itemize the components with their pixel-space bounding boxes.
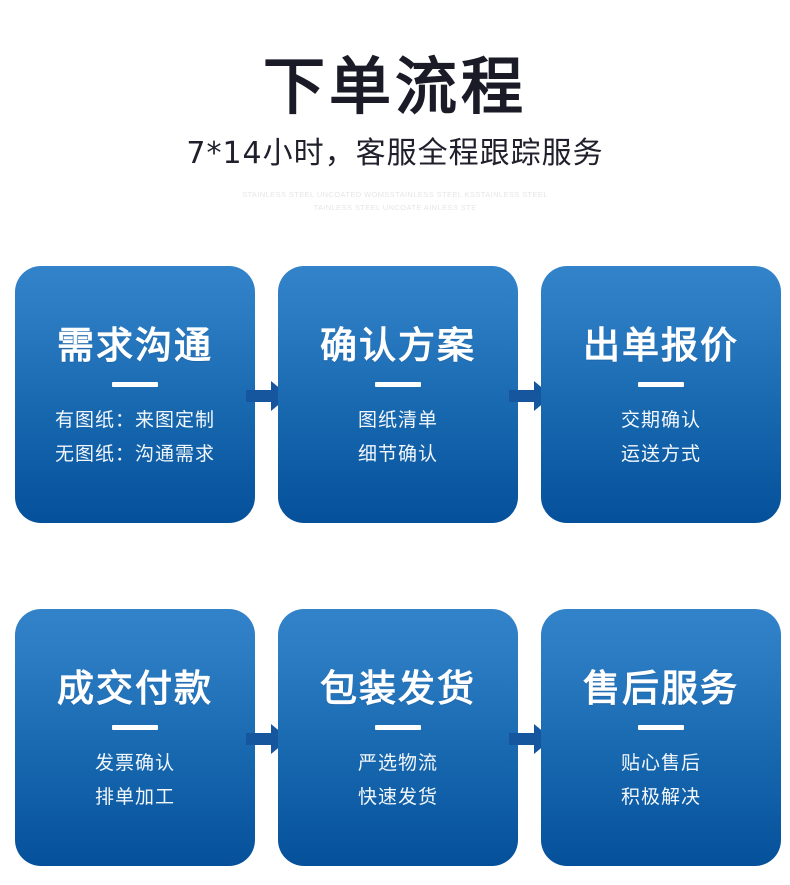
- process-row-1: 需求沟通 有图纸：来图定制 无图纸：沟通需求 确认方案 图纸清单 细节确认: [0, 266, 790, 523]
- card-detail-list: 交期确认 运送方式: [621, 403, 701, 471]
- process-card-step-5[interactable]: 包装发货 严选物流 快速发货: [278, 609, 518, 866]
- card-detail-line: 细节确认: [357, 443, 438, 465]
- page-subtitle: 7*14小时，客服全程跟踪服务: [186, 136, 604, 171]
- card-title: 成交付款: [57, 667, 213, 710]
- card-detail-list: 严选物流 快速发货: [358, 746, 438, 814]
- card-title: 包装发货: [320, 667, 476, 710]
- process-flow: 需求沟通 有图纸：来图定制 无图纸：沟通需求 确认方案 图纸清单 细节确认: [0, 266, 790, 866]
- card-detail-line: 无图纸：沟通需求: [54, 443, 215, 465]
- card-detail-list: 发票确认 排单加工: [95, 746, 175, 814]
- card-detail-line: 交期确认: [620, 409, 701, 431]
- card-detail-line: 严选物流: [357, 752, 438, 774]
- card-title: 需求沟通: [57, 324, 213, 367]
- watermark-line-1: STAINLESS STEEL UNCOATED WOMSSTAINLESS S…: [242, 190, 548, 199]
- card-detail-line: 发票确认: [94, 752, 175, 774]
- card-detail-line: 积极解决: [620, 786, 701, 808]
- card-detail-line: 图纸清单: [357, 409, 438, 431]
- card-divider: [375, 725, 421, 730]
- card-detail-list: 有图纸：来图定制 无图纸：沟通需求: [55, 403, 215, 471]
- process-card-step-2[interactable]: 确认方案 图纸清单 细节确认: [278, 266, 518, 523]
- card-detail-line: 贴心售后: [620, 752, 701, 774]
- process-card-step-3[interactable]: 出单报价 交期确认 运送方式: [541, 266, 781, 523]
- card-detail-line: 有图纸：来图定制: [54, 409, 215, 431]
- process-card-step-4[interactable]: 成交付款 发票确认 排单加工: [15, 609, 255, 866]
- card-divider: [638, 725, 684, 730]
- card-divider: [112, 382, 158, 387]
- card-divider: [375, 382, 421, 387]
- card-detail-line: 排单加工: [94, 786, 175, 808]
- process-row-2: 成交付款 发票确认 排单加工 包装发货 严选物流 快速发货: [0, 609, 790, 866]
- card-divider: [112, 725, 158, 730]
- card-title: 售后服务: [583, 667, 739, 710]
- page-title: 下单流程: [262, 50, 527, 123]
- process-card-step-6[interactable]: 售后服务 贴心售后 积极解决: [541, 609, 781, 866]
- card-title: 确认方案: [320, 324, 476, 367]
- card-detail-list: 贴心售后 积极解决: [621, 746, 701, 814]
- card-detail-list: 图纸清单 细节确认: [358, 403, 438, 471]
- decorative-watermark-text: STAINLESS STEEL UNCOATED WOMSSTAINLESS S…: [0, 188, 790, 214]
- card-divider: [638, 382, 684, 387]
- process-card-step-1[interactable]: 需求沟通 有图纸：来图定制 无图纸：沟通需求: [15, 266, 255, 523]
- card-detail-line: 快速发货: [357, 786, 438, 808]
- card-detail-line: 运送方式: [620, 443, 701, 465]
- watermark-line-2: TAINLESS STEEL UNCOATE AINLESS STE: [313, 203, 477, 212]
- page-header: 下单流程 7*14小时，客服全程跟踪服务 STAINLESS STEEL UNC…: [0, 0, 790, 214]
- card-title: 出单报价: [583, 324, 739, 367]
